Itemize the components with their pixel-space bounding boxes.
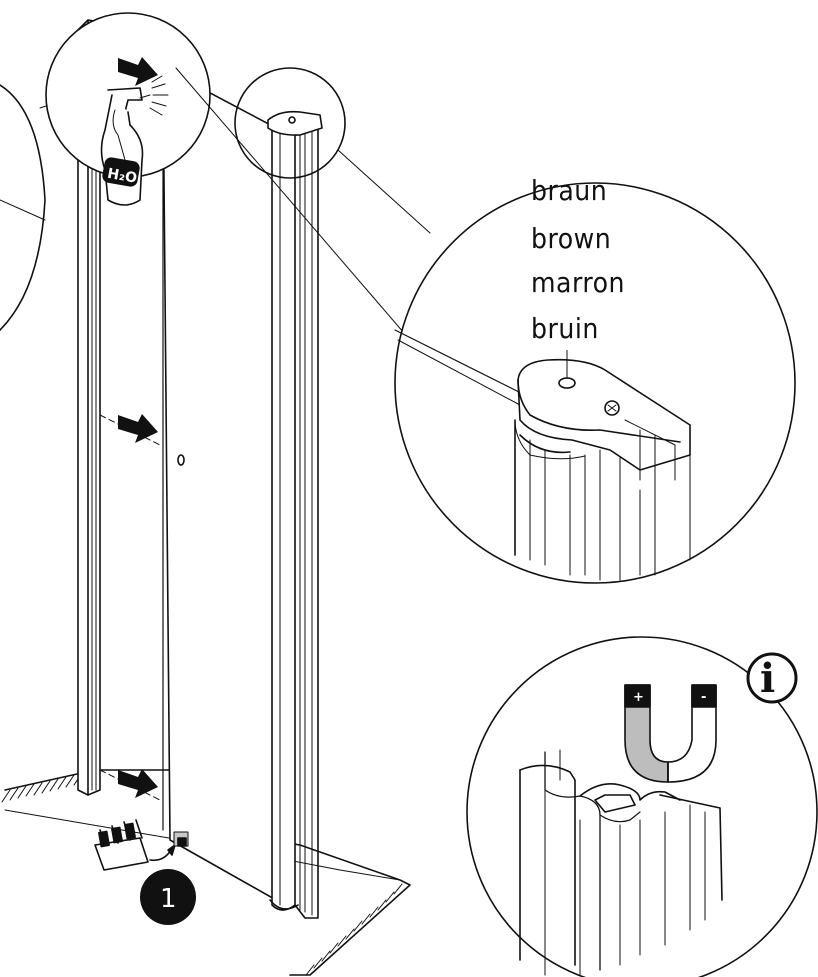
magnet-plus-label: + bbox=[633, 690, 644, 705]
floor-hatching bbox=[1, 770, 403, 976]
magnet-icon bbox=[624, 684, 717, 783]
magnet-detail-circle bbox=[466, 636, 818, 977]
callout-line-1 bbox=[337, 149, 431, 234]
glass-hole bbox=[177, 454, 185, 466]
step-number: 1 bbox=[160, 884, 177, 914]
arrow-top bbox=[118, 57, 158, 86]
screw bbox=[604, 400, 620, 416]
insert-arrows bbox=[118, 57, 158, 798]
hinge-profile bbox=[267, 110, 323, 919]
hinge-callout-circle bbox=[234, 67, 346, 179]
color-label-nl: bruin bbox=[531, 312, 599, 345]
bottle-label: H₂O bbox=[106, 166, 138, 187]
arrow-middle bbox=[118, 414, 158, 443]
color-label-de: braun bbox=[531, 174, 607, 207]
hinge-detail-circle bbox=[394, 182, 796, 584]
info-icon-letter: i bbox=[760, 655, 775, 702]
info-icon bbox=[746, 652, 798, 704]
color-label-fr: marron bbox=[531, 266, 625, 299]
magnet-minus-label: - bbox=[701, 690, 706, 705]
color-label-en: brown bbox=[531, 222, 611, 255]
glass-panel bbox=[162, 67, 286, 906]
color-label-group: braun brown marron bruin bbox=[531, 174, 625, 345]
arrow-bottom bbox=[118, 769, 158, 798]
spacer-clips bbox=[94, 819, 189, 871]
spray-bottle-icon bbox=[100, 75, 169, 206]
callout-line-2 bbox=[175, 67, 411, 341]
step-badge bbox=[140, 869, 196, 925]
